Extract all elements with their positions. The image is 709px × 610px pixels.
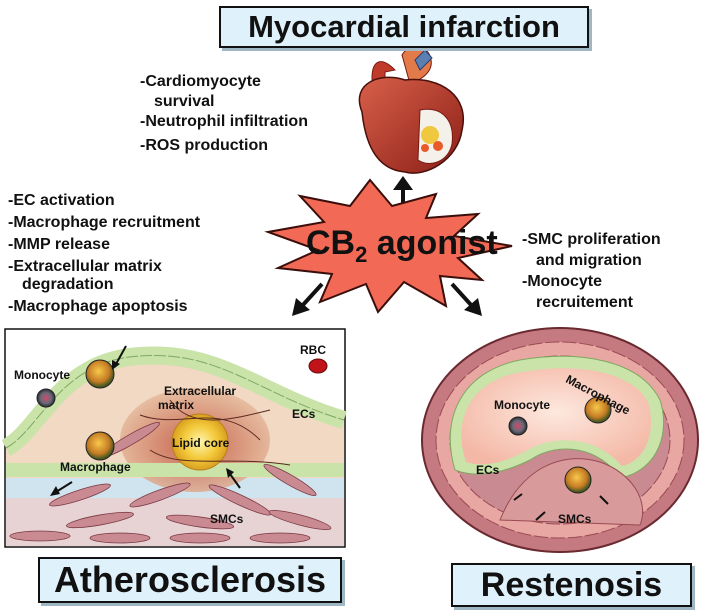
- res-label-smcs: SMCs: [558, 512, 592, 526]
- ath-effect: degradation: [22, 276, 114, 293]
- title-myocardial-infarction: Myocardial infarction: [219, 6, 589, 48]
- mi-effect: -ROS production: [140, 137, 268, 154]
- mi-effects-list: -Cardiomyocyte survival -Neutrophil infi…: [140, 72, 308, 156]
- ath-label-ecm: Extracellular: [164, 384, 237, 398]
- ath-effect: -EC activation: [8, 192, 115, 209]
- res-effect: and migration: [536, 252, 642, 269]
- ath-effect: -Macrophage recruitment: [8, 214, 201, 231]
- ath-effects-list: -EC activation -Macrophage recruitment -…: [8, 190, 200, 318]
- ath-label-ecs: ECs: [292, 407, 316, 421]
- cb2-starburst: [264, 178, 513, 314]
- res-label-monocyte: Monocyte: [494, 398, 551, 412]
- ath-label-smcs: SMCs: [210, 512, 244, 526]
- ath-label-monocyte: Monocyte: [14, 368, 71, 382]
- arrow-to-restenosis: [450, 282, 482, 316]
- arrow-to-atherosclerosis: [292, 282, 324, 316]
- ath-effect: -MMP release: [8, 236, 110, 253]
- ath-effect: -Macrophage apoptosis: [8, 298, 188, 315]
- ath-effect: -Extracellular matrix: [8, 258, 162, 275]
- res-effects-list: -SMC proliferation and migration -Monocy…: [522, 229, 661, 313]
- ath-label-lipid-core: Lipid core: [172, 436, 230, 450]
- ath-label-rbc: RBC: [300, 343, 326, 357]
- res-effect: -SMC proliferation: [522, 231, 661, 248]
- res-effect: recruitement: [536, 294, 633, 311]
- ath-label-macrophage: Macrophage: [60, 460, 131, 474]
- res-label-ecs: ECs: [476, 463, 500, 477]
- mi-effect: survival: [154, 93, 215, 110]
- atherosclerosis-panel: [1, 328, 347, 548]
- cb2-agonist-label: CB2 agonist: [306, 224, 498, 267]
- ath-label-ecm2: matrix: [158, 398, 195, 412]
- res-effect: -Monocyte: [522, 273, 602, 290]
- title-atherosclerosis: Atherosclerosis: [38, 557, 342, 603]
- heart-illustration: [358, 46, 465, 174]
- restenosis-panel: [421, 327, 699, 553]
- mi-effect: -Cardiomyocyte: [140, 73, 261, 90]
- mi-effect: -Neutrophil infiltration: [140, 113, 308, 130]
- title-restenosis: Restenosis: [451, 563, 692, 607]
